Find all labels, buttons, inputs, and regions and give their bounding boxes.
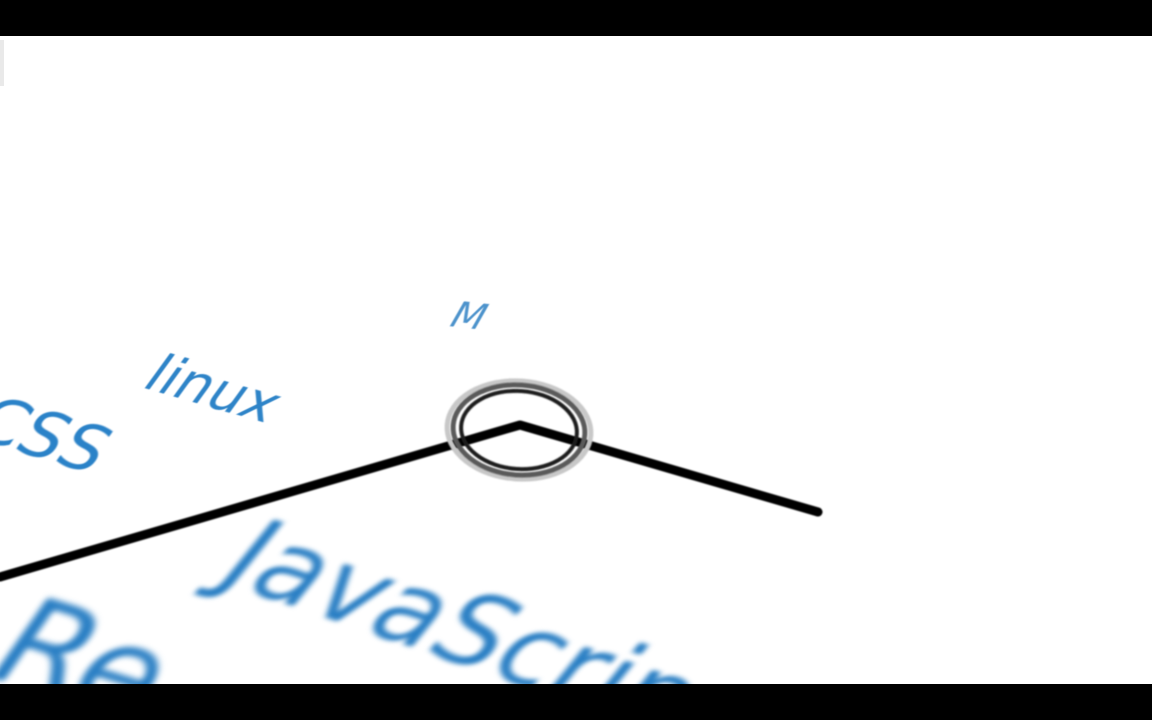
connector-line	[0, 420, 823, 582]
node-ring-inner	[459, 388, 579, 472]
graph-lines	[0, 378, 823, 582]
letterbox-bottom	[0, 684, 1152, 720]
edge-mark	[0, 40, 4, 86]
node-ring-outer	[444, 378, 594, 482]
scene: M linux CSS JavaScrip Re	[0, 36, 1152, 684]
node-ring	[450, 382, 588, 478]
letterbox-top	[0, 0, 1152, 36]
